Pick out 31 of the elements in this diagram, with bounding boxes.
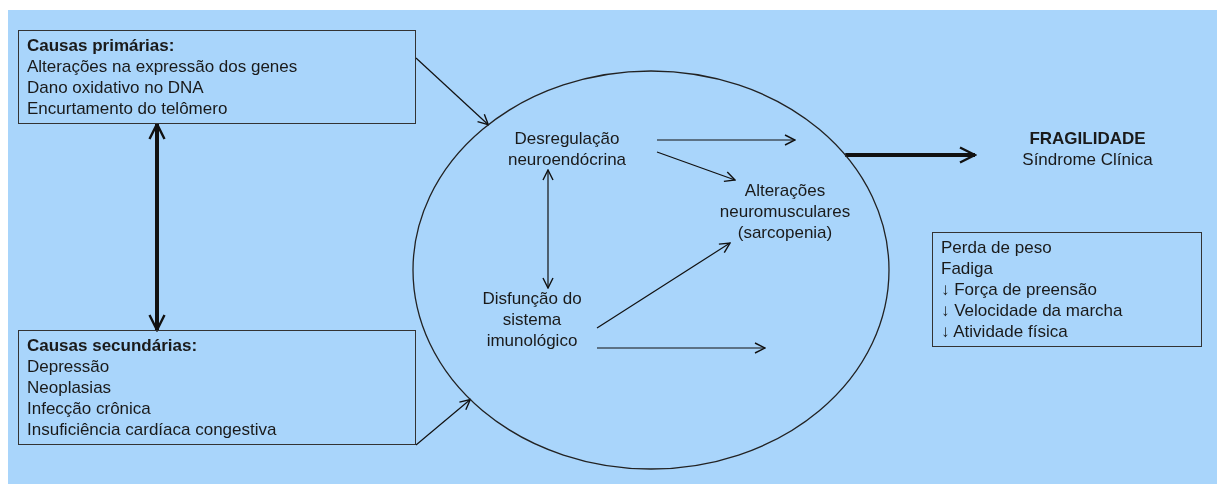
process-label: Alterações neuromusculares (sarcopenia) <box>695 180 875 243</box>
arrow <box>656 134 796 146</box>
list-item: Alterações na expressão dos genes <box>27 56 299 77</box>
list-item: Dano oxidativo no DNA <box>27 77 205 98</box>
heading: Causas secundárias: <box>27 335 199 356</box>
arrow <box>656 151 736 183</box>
symptom-list-box <box>932 232 1202 347</box>
list-item: Neoplasias <box>27 377 113 398</box>
heading: FRAGILIDADE <box>1028 128 1147 149</box>
arrow <box>415 57 489 126</box>
arrow <box>596 342 766 354</box>
list-item: Perda de peso <box>941 237 1053 258</box>
process-label: Desregulação neuroendócrina <box>477 128 657 170</box>
heading: Causas primárias: <box>27 35 176 56</box>
list-item: Depressão <box>27 356 111 377</box>
list-item: Encurtamento do telômero <box>27 98 229 119</box>
arrow <box>845 146 977 164</box>
list-item: ↓ Velocidade da marcha <box>941 300 1124 321</box>
list-item: Insuficiência cardíaca congestiva <box>27 419 278 440</box>
list-item: ↓ Atividade física <box>941 321 1069 342</box>
list-item: Infecção crônica <box>27 398 152 419</box>
arrow <box>148 122 166 332</box>
arrow <box>415 398 471 446</box>
cause-box <box>18 30 416 124</box>
cause-box <box>18 330 416 445</box>
list-item: ↓ Força de preensão <box>941 279 1098 300</box>
list-item: Fadiga <box>941 258 994 279</box>
arrow <box>596 242 731 329</box>
process-label: Disfunção do sistema imunológico <box>467 288 597 351</box>
subtitle: Síndrome Clínica <box>1021 149 1154 170</box>
arrow <box>542 169 554 289</box>
